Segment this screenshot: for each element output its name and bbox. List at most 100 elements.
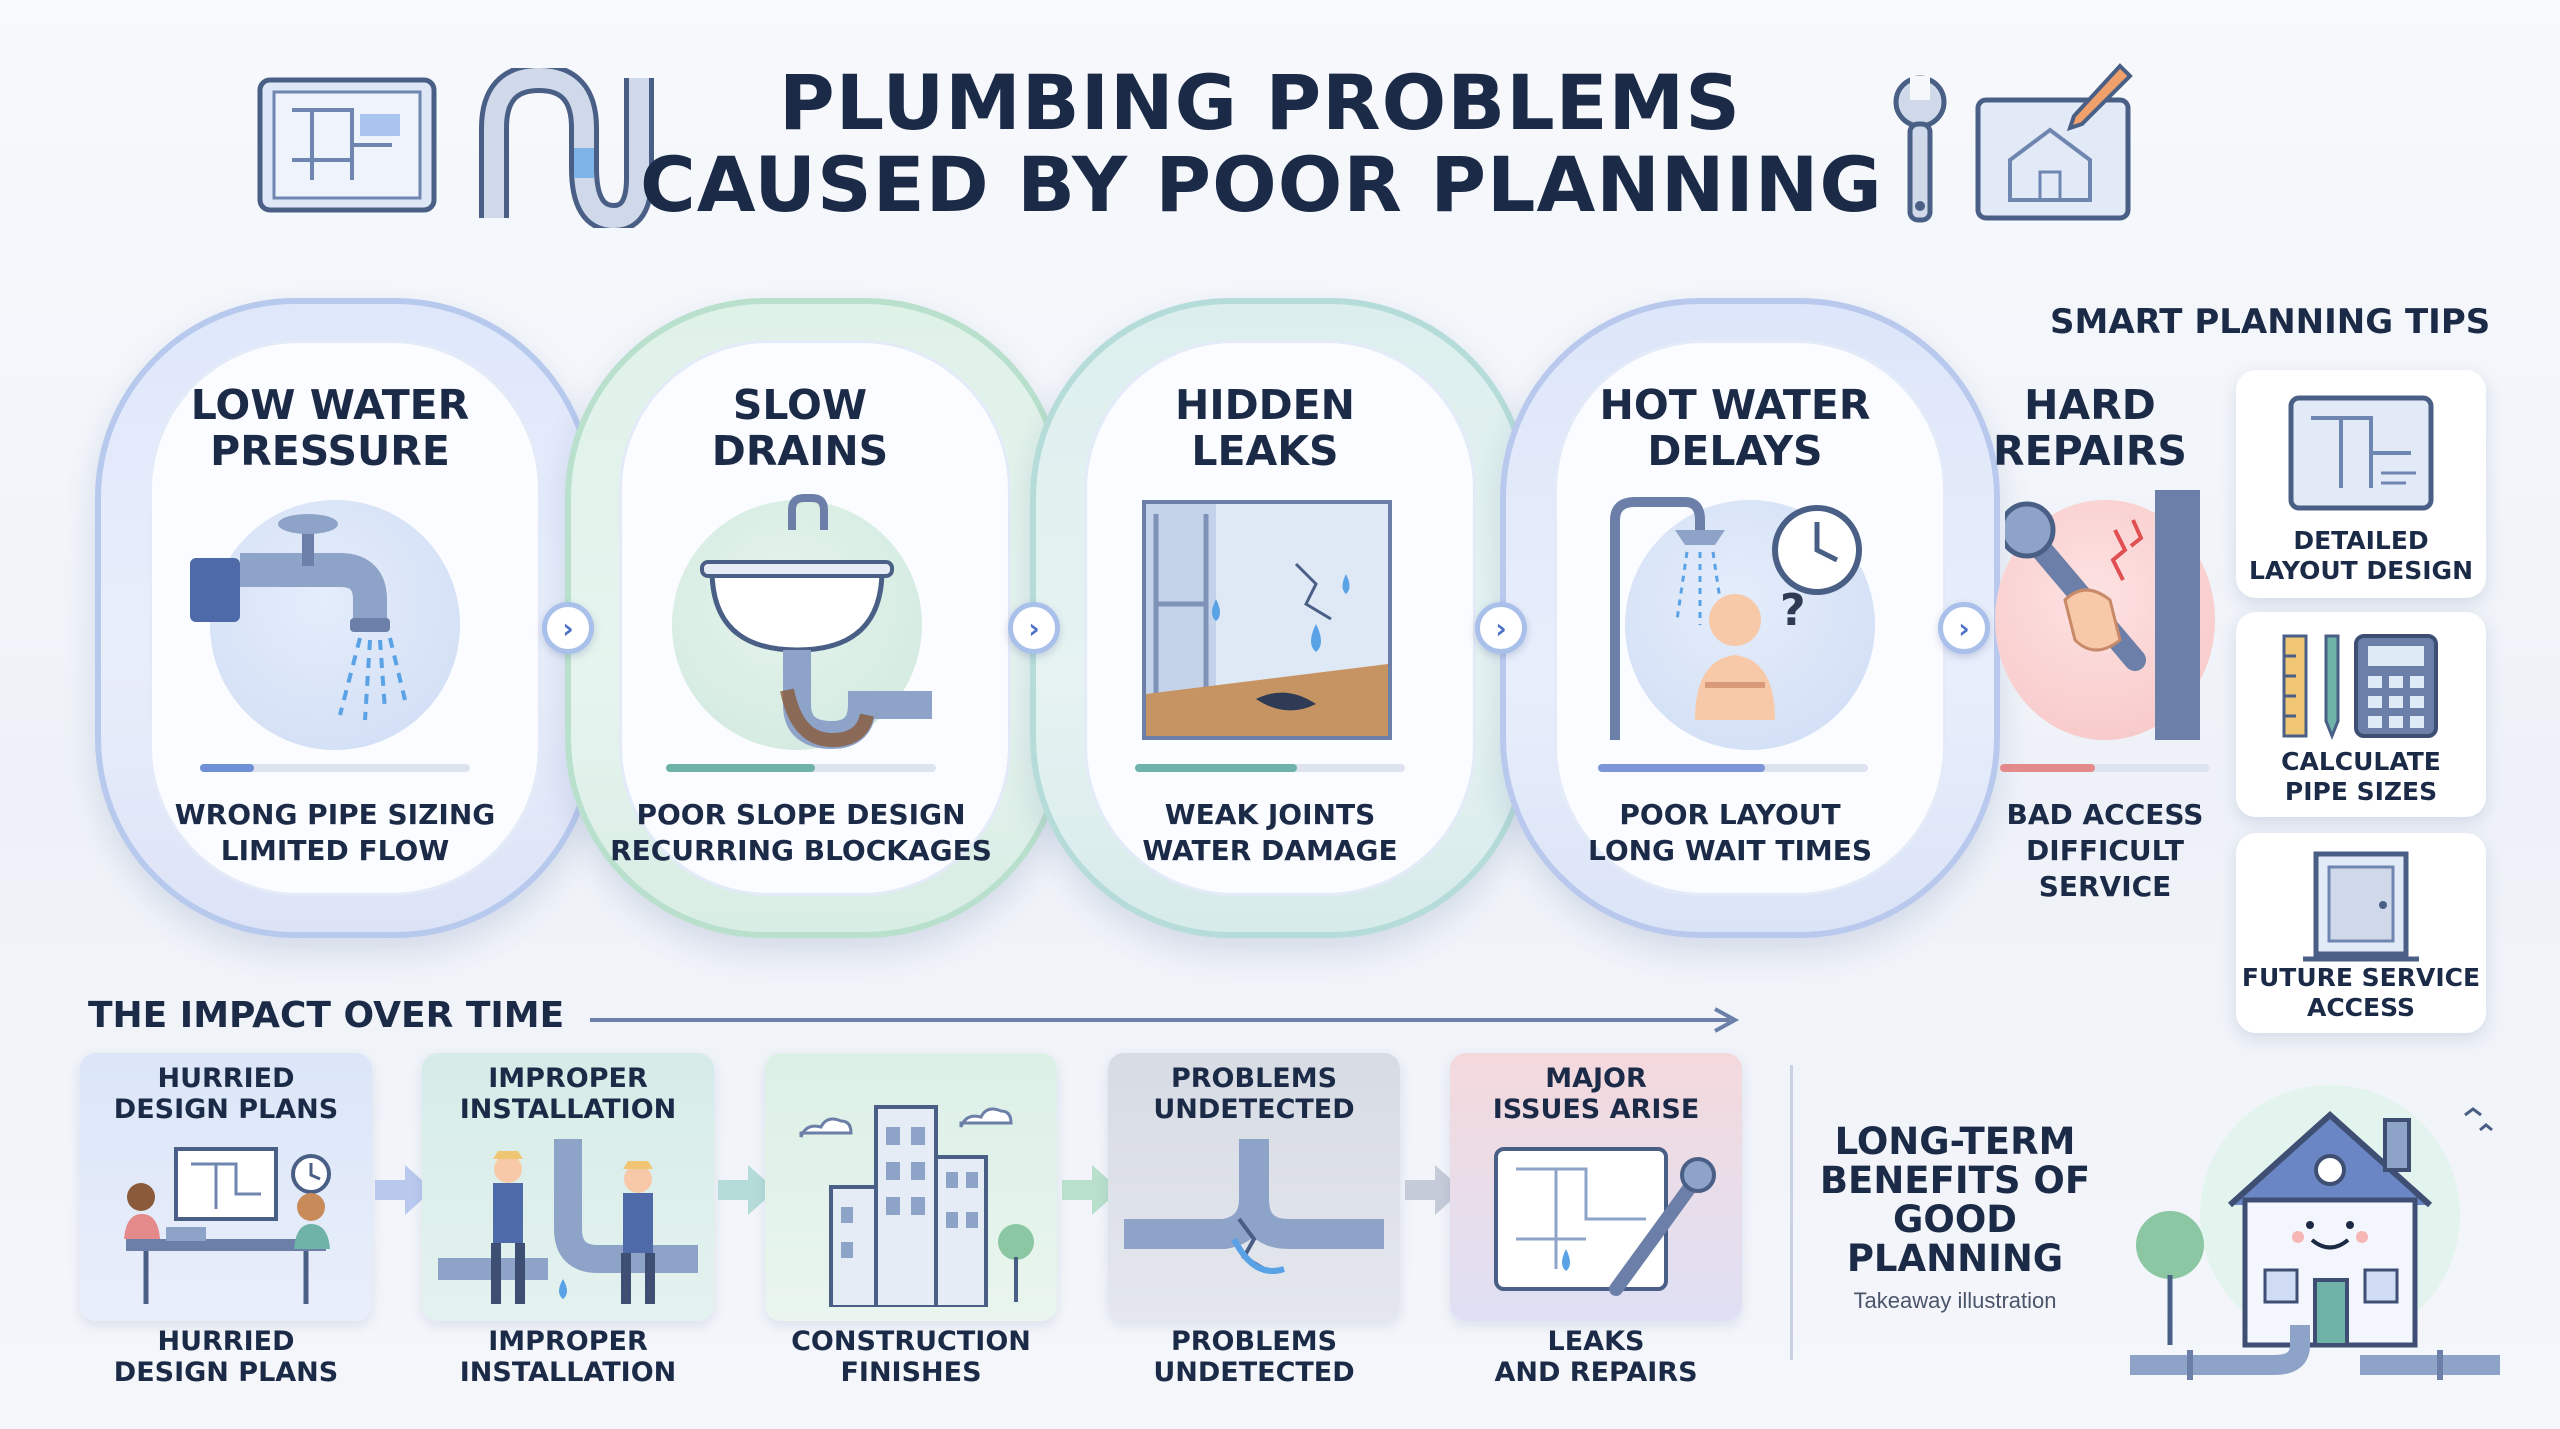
stage-bottom-line: INSTALLATION (459, 1357, 677, 1388)
impact-stage-installation: IMPROPER INSTALLATION (422, 1053, 714, 1321)
problem-title-line: SLOW (732, 381, 868, 429)
problem-causes: WRONG PIPE SIZING LIMITED FLOW (125, 797, 545, 869)
faucet-icon (190, 500, 460, 750)
benefits-caption: Takeaway illustration (1853, 1288, 2057, 1313)
problem-title-line: HIDDEN (1175, 381, 1355, 429)
cracked-pipe-icon (1124, 1139, 1384, 1274)
tip-card-future-access: FUTURE SERVICE ACCESS (2236, 833, 2486, 1033)
tip-label-line: ACCESS (2306, 993, 2415, 1022)
stage-top-label: PROBLEMS UNDETECTED (1108, 1063, 1400, 1125)
stage-top-line: PROBLEMS (1170, 1063, 1338, 1094)
problem-progress-fill (1135, 764, 1297, 772)
impact-stage-undetected: PROBLEMS UNDETECTED (1108, 1053, 1400, 1321)
stage-bottom-line: FINISHES (840, 1357, 982, 1388)
stage-arrow-icon (1062, 1165, 1120, 1215)
problem-progress-fill (666, 764, 815, 772)
problem-progress-bar (1598, 764, 1868, 772)
problem-title-line: HOT WATER (1599, 381, 1871, 429)
problem-title: HOT WATER DELAYS (1545, 382, 1925, 474)
problem-cause-line: BAD ACCESS (2006, 798, 2204, 831)
problem-title: HIDDEN LEAKS (1075, 382, 1455, 474)
problem-progress-bar (666, 764, 936, 772)
problem-progress-bar (1135, 764, 1405, 772)
problem-progress-fill (2000, 764, 2095, 772)
stage-bottom-line: AND REPAIRS (1494, 1357, 1698, 1388)
plumbers-icon (438, 1139, 698, 1304)
problem-title-line: PRESSURE (210, 427, 450, 475)
stage-bottom-line: PROBLEMS (1170, 1326, 1338, 1357)
stage-top-label: IMPROPER INSTALLATION (422, 1063, 714, 1125)
problem-title: LOW WATER PRESSURE (140, 382, 520, 474)
tip-label-line: DETAILED (2293, 526, 2429, 555)
shower-wait-icon: ? (1610, 497, 1875, 750)
chevron-right-icon: › (542, 602, 594, 654)
chevron-right-icon: › (1475, 602, 1527, 654)
wrench-wall-icon (1995, 490, 2215, 740)
problem-causes: POOR LAYOUT LONG WAIT TIMES (1520, 797, 1940, 869)
title-line-1: PLUMBING PROBLEMS (779, 58, 1741, 147)
header-pipe-icon (474, 62, 654, 234)
chevron-right-icon: › (1938, 602, 1990, 654)
stage-arrow-icon (718, 1165, 776, 1215)
benefits-line: PLANNING (1846, 1237, 2064, 1280)
problem-progress-bar (200, 764, 470, 772)
page-title: PLUMBING PROBLEMS CAUSED BY POOR PLANNIN… (640, 58, 1882, 226)
problem-cause-line: LONG WAIT TIMES (1587, 834, 1873, 867)
problem-cause-line: LIMITED FLOW (220, 834, 450, 867)
problem-cause-line: RECURRING BLOCKAGES (610, 834, 992, 867)
impact-title: THE IMPACT OVER TIME (88, 995, 565, 1036)
stage-bottom-label: HURRIED DESIGN PLANS (80, 1326, 372, 1388)
stage-top-line: MAJOR (1545, 1063, 1647, 1094)
stage-bottom-line: DESIGN PLANS (113, 1357, 339, 1388)
blueprint-icon (2288, 395, 2434, 511)
header-blueprint-icon (252, 70, 442, 220)
impact-stage-design: HURRIED DESIGN PLANS (80, 1053, 372, 1321)
tip-label: CALCULATE PIPE SIZES (2236, 747, 2486, 807)
problem-cause-line: WATER DAMAGE (1142, 834, 1398, 867)
problem-title: HARD REPAIRS (1900, 382, 2280, 474)
problem-causes: BAD ACCESS DIFFICULT SERVICE (1895, 797, 2315, 905)
planning-meeting-icon (124, 1147, 331, 1304)
stage-bottom-line: IMPROPER (488, 1326, 648, 1357)
stage-top-line: IMPROPER (488, 1063, 648, 1094)
svg-text:?: ? (1780, 585, 1806, 636)
tip-label-line: PIPE SIZES (2284, 777, 2438, 806)
stage-bottom-line: HURRIED (157, 1326, 295, 1357)
chevron-right-icon: › (1008, 602, 1060, 654)
tips-heading: SMART PLANNING TIPS (2050, 302, 2491, 342)
tip-label: DETAILED LAYOUT DESIGN (2236, 526, 2486, 586)
happy-house-icon (2130, 1075, 2500, 1395)
tip-label-line: LAYOUT DESIGN (2249, 556, 2473, 585)
stage-bottom-line: CONSTRUCTION (791, 1326, 1031, 1357)
stage-top-line: HURRIED (157, 1063, 295, 1094)
problem-progress-fill (1598, 764, 1766, 772)
tip-label-line: FUTURE SERVICE (2241, 963, 2481, 992)
impact-stage-major-issues: MAJOR ISSUES ARISE (1450, 1053, 1742, 1321)
timeline-arrow-icon (590, 1007, 1740, 1033)
tip-label-line: CALCULATE (2281, 747, 2441, 776)
problem-cause-line: WEAK JOINTS (1164, 798, 1376, 831)
stage-bottom-line: LEAKS (1547, 1326, 1645, 1357)
section-divider (1790, 1065, 1793, 1360)
benefits-line: BENEFITS OF (1819, 1159, 2091, 1202)
stage-top-label: MAJOR ISSUES ARISE (1450, 1063, 1742, 1125)
problem-causes: WEAK JOINTS WATER DAMAGE (1060, 797, 1480, 869)
stage-top-line: DESIGN PLANS (113, 1094, 339, 1125)
problem-title-line: HARD (2024, 381, 2156, 429)
tip-card-detailed-layout: DETAILED LAYOUT DESIGN (2236, 370, 2486, 598)
problem-title-line: DRAINS (711, 427, 889, 475)
stage-top-line: INSTALLATION (459, 1094, 677, 1125)
problem-cause-line: WRONG PIPE SIZING (174, 798, 496, 831)
stage-bottom-line: UNDETECTED (1153, 1357, 1355, 1388)
tip-card-calculate-pipe: CALCULATE PIPE SIZES (2236, 612, 2486, 817)
stage-bottom-label: LEAKS AND REPAIRS (1450, 1326, 1742, 1388)
plan-wrench-icon (1494, 1147, 1716, 1296)
problem-cause-line: DIFFICULT (2026, 834, 2184, 867)
problem-title-line: DELAYS (1647, 427, 1823, 475)
stage-arrow-icon (1405, 1165, 1463, 1215)
sink-clog-icon (672, 494, 932, 750)
calculator-icon (2282, 634, 2438, 741)
benefits-line: LONG-TERM (1834, 1120, 2076, 1163)
header-wrench-icon (1890, 72, 1950, 232)
impact-stage-construction (765, 1053, 1057, 1321)
